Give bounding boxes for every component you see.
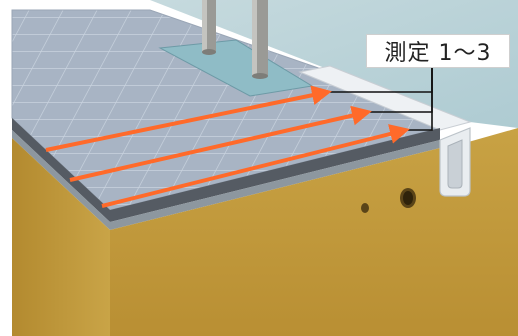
leader-line-3 xyxy=(408,68,433,131)
soil-side xyxy=(12,138,110,336)
pipe-hole-small xyxy=(361,203,369,213)
measurement-label: 測定 1〜3 xyxy=(366,34,510,68)
curb-strip xyxy=(298,65,472,131)
measurement-arrow-3 xyxy=(101,124,410,208)
roadway-surface xyxy=(150,0,518,128)
measurement-arrow-2 xyxy=(69,105,372,182)
paving-surface xyxy=(12,10,440,210)
measurement-arrow-1 xyxy=(45,85,332,152)
soil-front xyxy=(110,128,518,336)
